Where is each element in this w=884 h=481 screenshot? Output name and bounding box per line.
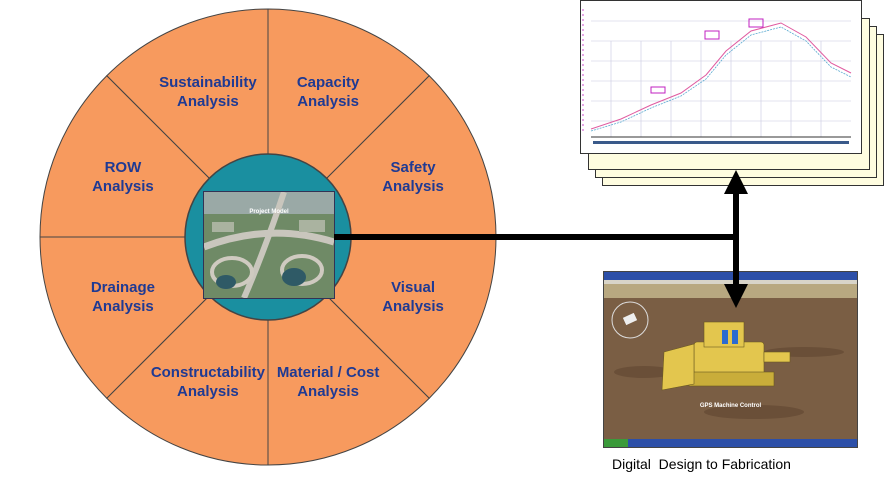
profile-sheets bbox=[576, 0, 884, 190]
gps-overlay-label: GPS Machine Control bbox=[699, 403, 762, 409]
caption: Digital Design to Fabrication bbox=[612, 456, 791, 472]
project-model-label: Project Model bbox=[249, 209, 289, 215]
gps-machine-control-screen: GPS Machine Control bbox=[603, 271, 858, 448]
project-model-image: Project Model bbox=[203, 191, 335, 299]
profile-chart bbox=[582, 9, 852, 144]
profile-sheet-front bbox=[580, 0, 862, 154]
